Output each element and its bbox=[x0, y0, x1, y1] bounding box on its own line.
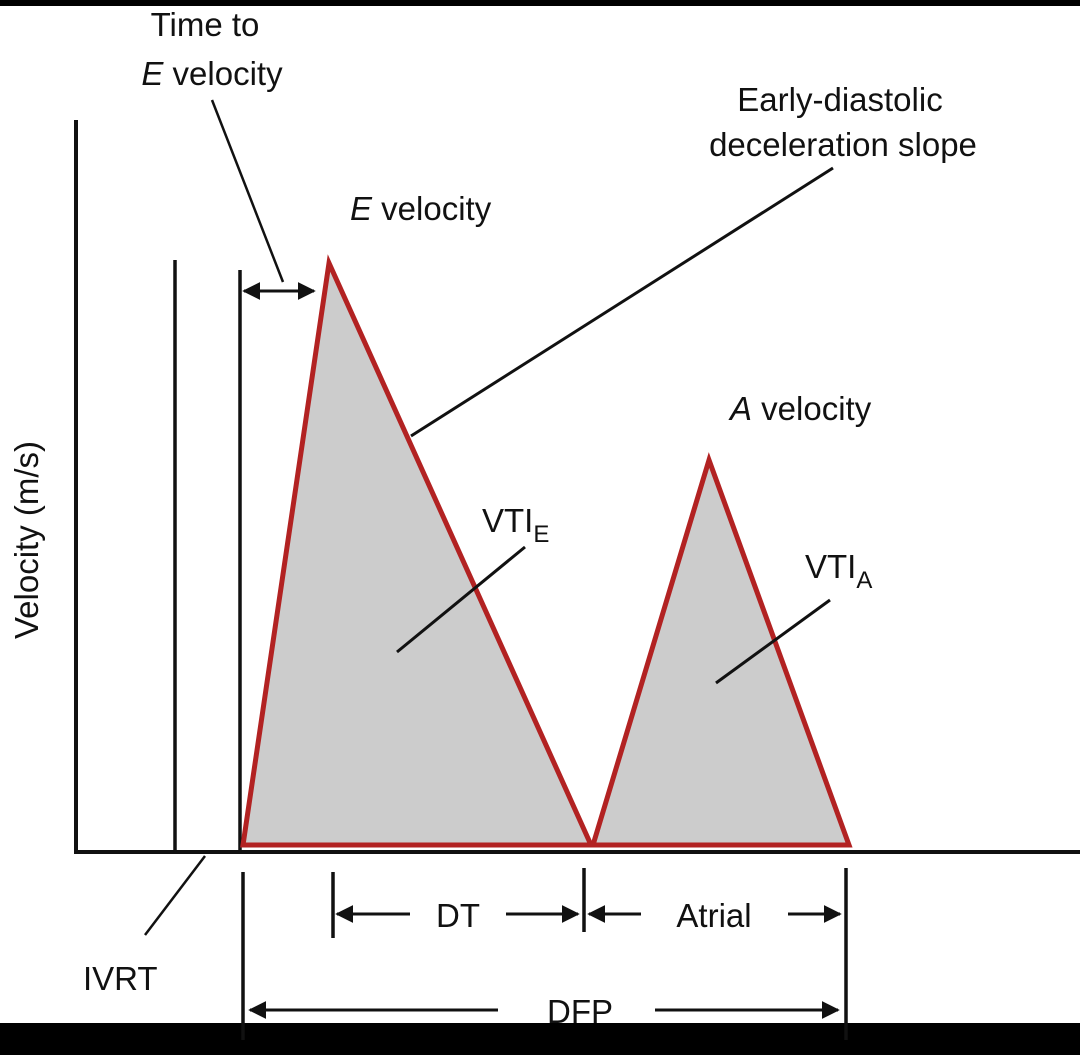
dfp-label: DFP bbox=[547, 993, 613, 1030]
vti-e-sub: E bbox=[533, 521, 549, 548]
vti-e-main: VTI bbox=[482, 502, 533, 539]
vti-a-sub: A bbox=[856, 567, 872, 594]
e-velocity-rest: velocity bbox=[372, 190, 492, 227]
time-to-e-italic: E bbox=[141, 55, 164, 92]
time-to-e-label-line1: Time to bbox=[151, 6, 260, 43]
e-wave bbox=[240, 254, 595, 848]
time-to-e-rest: velocity bbox=[163, 55, 283, 92]
time-to-e-label-line2: E velocity bbox=[141, 55, 283, 92]
deceleration-label-line2: deceleration slope bbox=[709, 126, 977, 163]
y-axis-label: Velocity (m/s) bbox=[8, 441, 45, 639]
a-velocity-label: A velocity bbox=[728, 390, 872, 427]
vti-a-main: VTI bbox=[805, 548, 856, 585]
a-velocity-rest: velocity bbox=[752, 390, 872, 427]
atrial-label: Atrial bbox=[676, 897, 751, 934]
ivrt-leader bbox=[144, 855, 206, 936]
vti-e-label: VTIE bbox=[482, 502, 549, 548]
time-to-e-leader bbox=[210, 99, 285, 283]
a-wave bbox=[589, 452, 853, 848]
vti-a-label: VTIA bbox=[805, 548, 872, 594]
deceleration-leader bbox=[410, 166, 834, 438]
vti-e-leader bbox=[396, 545, 526, 654]
deceleration-label-line1: Early-diastolic bbox=[737, 81, 942, 118]
e-velocity-label: E velocity bbox=[350, 190, 492, 227]
vti-a-leader bbox=[715, 598, 831, 685]
dt-label: DT bbox=[436, 897, 480, 934]
ivrt-label: IVRT bbox=[83, 960, 158, 997]
e-velocity-italic: E bbox=[350, 190, 373, 227]
a-velocity-italic: A bbox=[728, 390, 752, 427]
